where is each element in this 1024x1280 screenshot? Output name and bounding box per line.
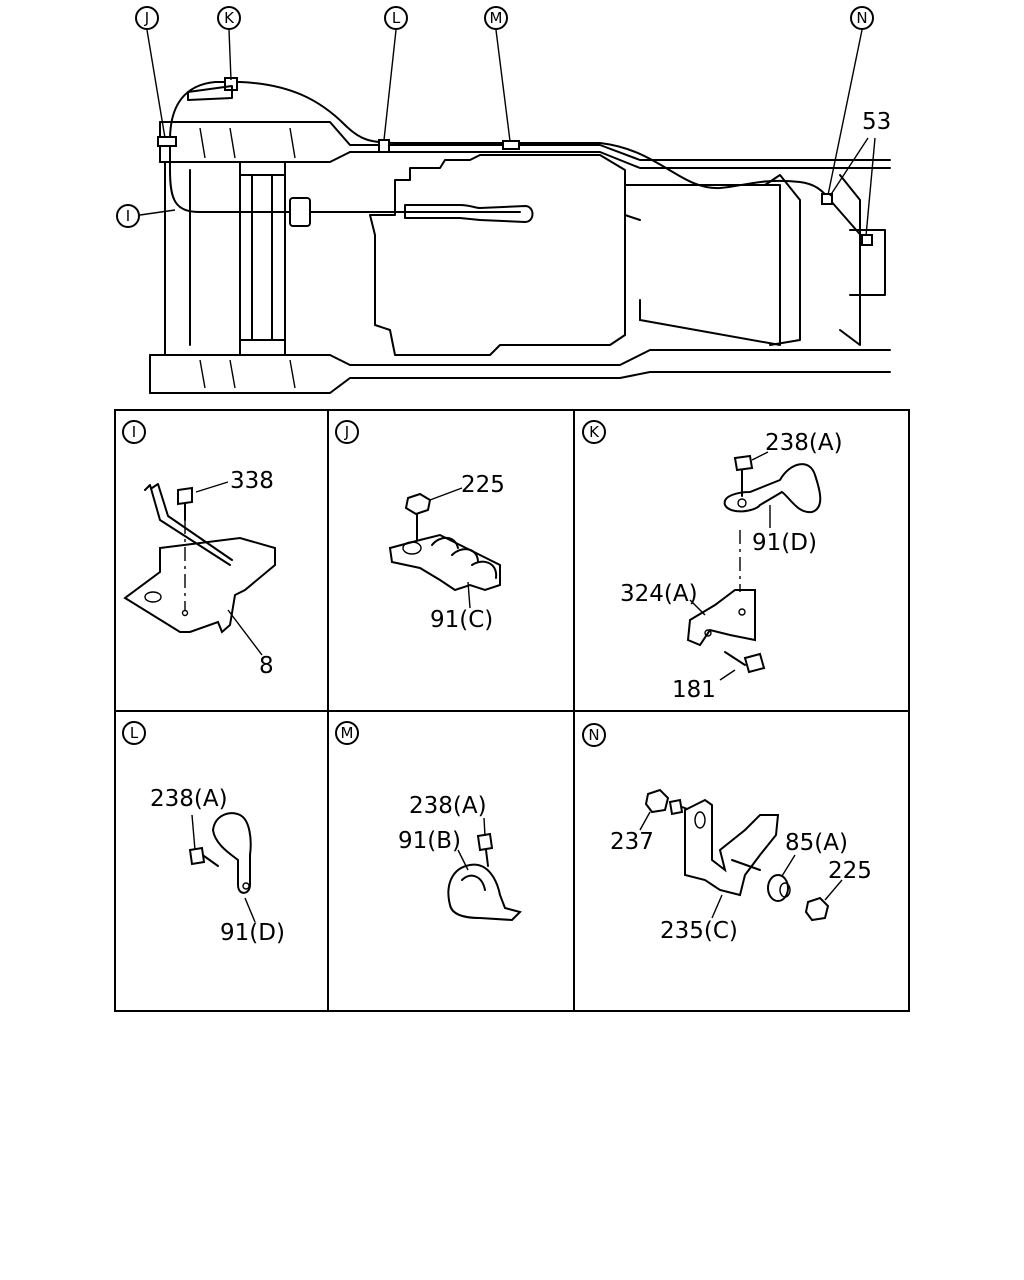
callout-k: K (217, 6, 241, 30)
panel-n: N 237 85(A) 225 235(C) (582, 723, 872, 944)
svg-text:I: I (126, 207, 130, 225)
svg-text:J: J (344, 423, 349, 441)
svg-text:N: N (588, 726, 599, 744)
part-label-53: 53 (862, 109, 891, 135)
callout-m: M (484, 6, 508, 30)
callout-l: L (384, 6, 408, 30)
part-label-225-j: 225 (461, 472, 505, 498)
svg-text:J: J (144, 9, 149, 27)
part-label-235c: 235(C) (660, 918, 738, 944)
part-label-237: 237 (610, 829, 654, 855)
part-label-181: 181 (672, 677, 716, 703)
svg-text:M: M (341, 724, 354, 742)
svg-text:K: K (224, 9, 235, 27)
svg-text:M: M (490, 9, 503, 27)
callout-i: I (116, 204, 140, 228)
part-label-238a-m: 238(A) (409, 793, 487, 819)
part-label-91d-l: 91(D) (220, 920, 285, 946)
panel-m: M 238(A) 91(B) (335, 721, 522, 922)
panel-l: L 238(A) 91(D) (122, 721, 285, 946)
part-label-324a: 324(A) (620, 581, 698, 607)
part-label-225-n: 225 (828, 858, 872, 884)
panel-k: K 238(A) 91(D) 324(A) 181 (582, 420, 843, 703)
chassis-overview (139, 29, 891, 394)
panel-i: I 338 8 (122, 420, 276, 679)
part-label-238a-l: 238(A) (150, 786, 228, 812)
svg-text:K: K (589, 423, 600, 441)
part-label-85a: 85(A) (785, 830, 848, 856)
detail-grid (114, 409, 910, 1012)
svg-text:L: L (130, 724, 139, 742)
part-label-91c: 91(C) (430, 607, 493, 633)
svg-text:L: L (392, 9, 401, 27)
callout-j: J (135, 6, 159, 30)
svg-text:I: I (132, 423, 136, 441)
part-label-238a-k: 238(A) (765, 430, 843, 456)
part-label-338: 338 (230, 468, 274, 494)
part-label-91b: 91(B) (398, 828, 461, 854)
callout-n: N (850, 6, 874, 30)
part-label-91d-k: 91(D) (752, 530, 817, 556)
part-label-8: 8 (259, 653, 274, 679)
svg-text:N: N (856, 9, 867, 27)
panel-j: J 225 91(C) (335, 420, 505, 633)
